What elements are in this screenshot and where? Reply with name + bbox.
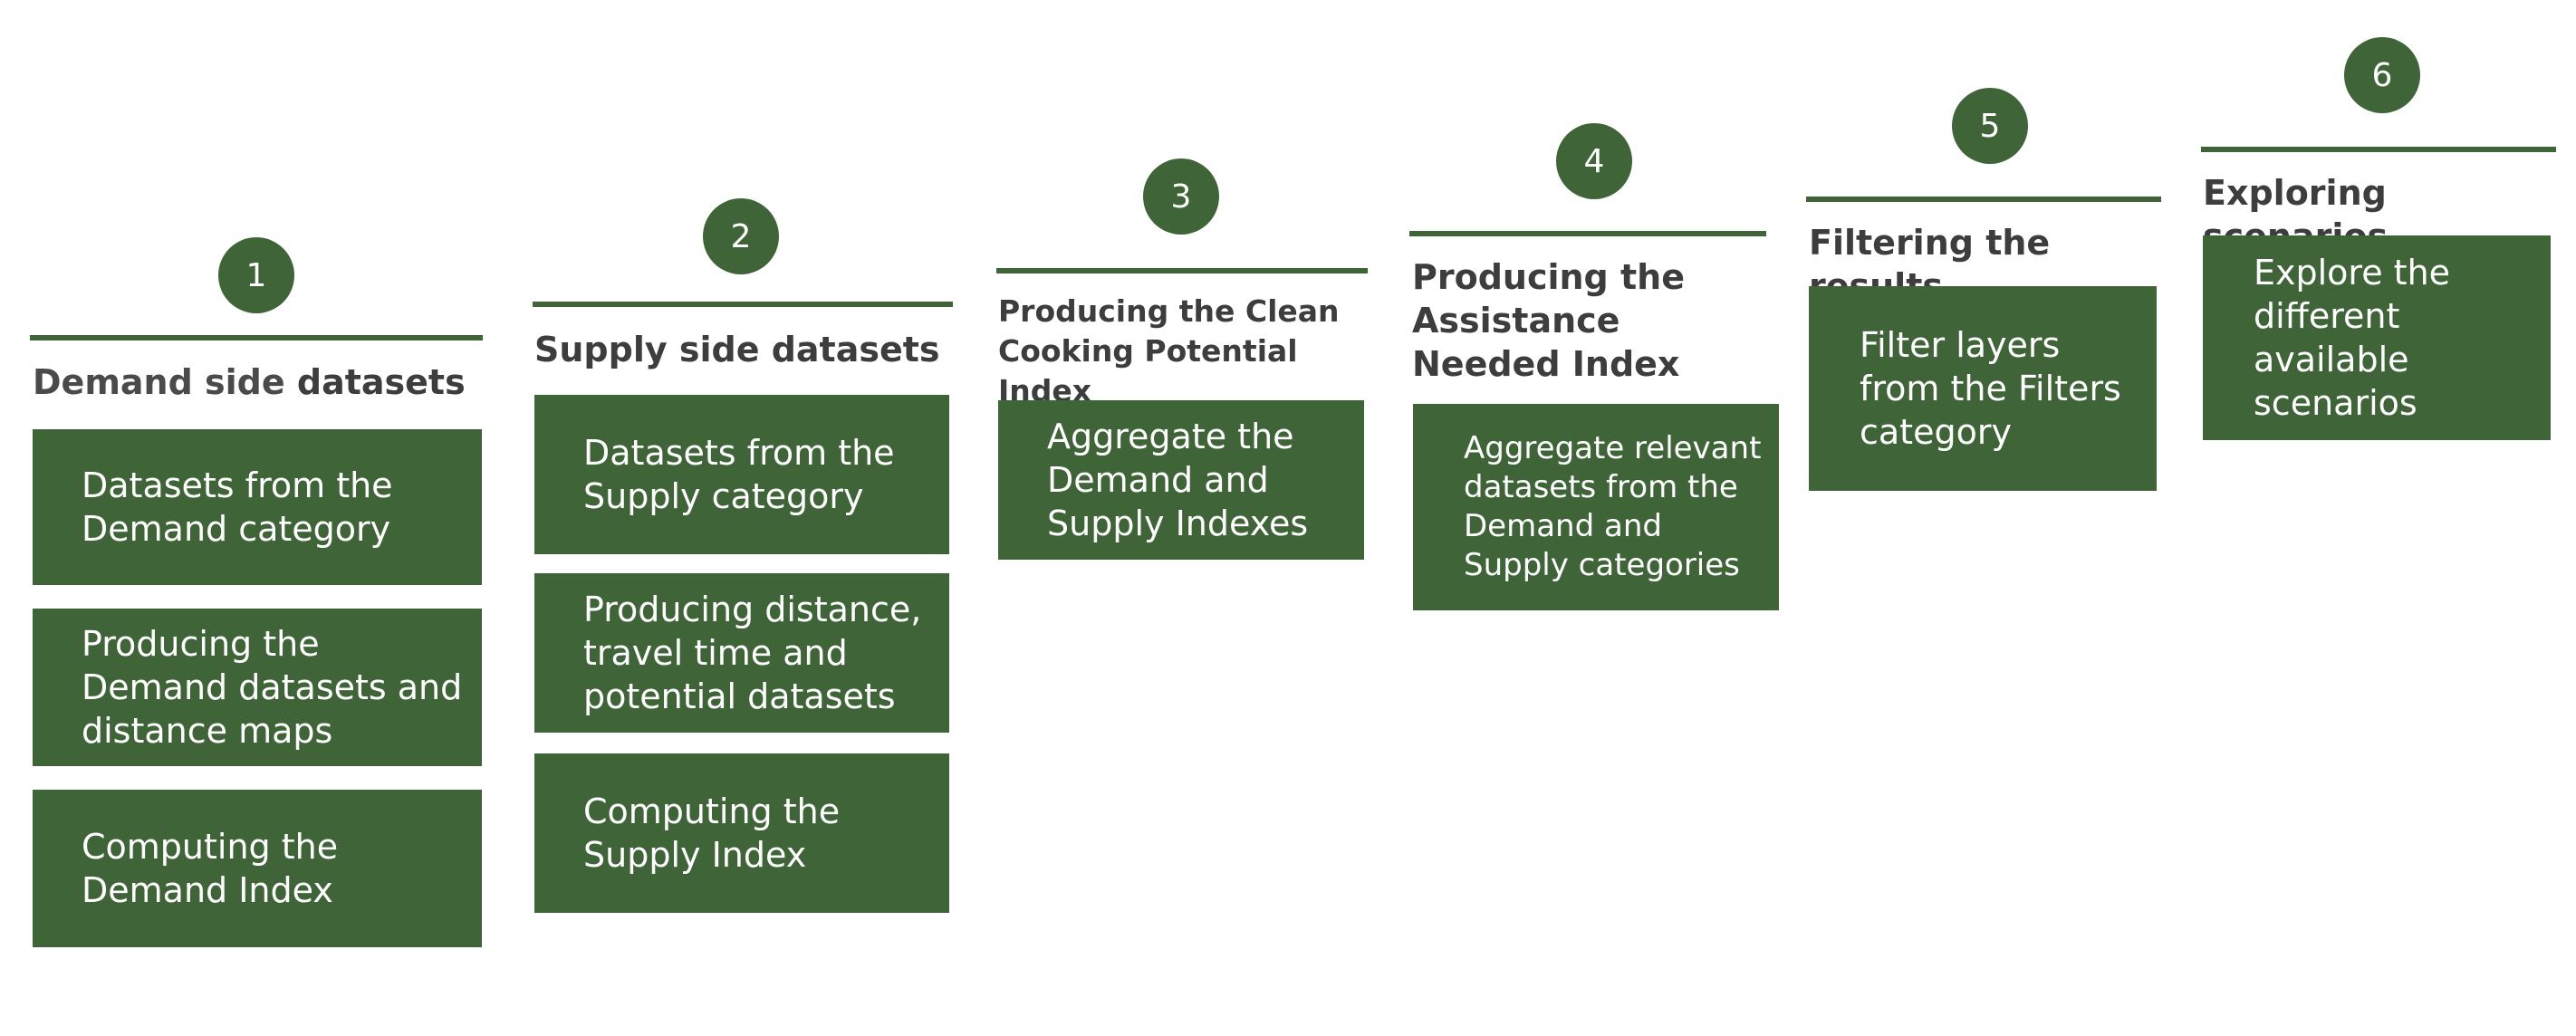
step-2-divider xyxy=(533,302,953,307)
step-5-card-1: Filter layers from the Filters category xyxy=(1809,286,2157,491)
step-5-divider xyxy=(1806,197,2161,202)
step-2-card-2: Producing distance, travel time and pote… xyxy=(534,573,949,733)
step-3-card-1: Aggregate the Demand and Supply Indexes xyxy=(998,400,1364,560)
step-1-divider xyxy=(30,335,483,341)
step-1-card-3: Computing the Demand Index xyxy=(33,790,482,947)
step-2-title: Supply side datasets xyxy=(534,330,940,369)
step-4-number-badge: 4 xyxy=(1556,123,1632,199)
step-4-title: Producing the Assistance Needed Index xyxy=(1412,257,1685,384)
step-3-title: Producing the Clean Cooking Potential In… xyxy=(998,293,1340,408)
step-1-title: Demand side datasets xyxy=(33,360,485,404)
step-1-number-badge: 1 xyxy=(218,237,294,313)
step-4-divider xyxy=(1409,231,1766,236)
step-6-number-badge: 6 xyxy=(2344,37,2420,113)
step-3-number-badge: 3 xyxy=(1143,158,1219,235)
step-2-card-3: Computing the Supply Index xyxy=(534,753,949,913)
step-2-card-1: Datasets from the Supply category xyxy=(534,395,949,554)
step-1-title-part2: datasets xyxy=(284,362,466,402)
step-1-title-part1: Demand side xyxy=(33,362,285,402)
step-2-number-badge: 2 xyxy=(703,198,779,274)
step-1-card-1: Datasets from the Demand category xyxy=(33,429,482,585)
step-4-card-1: Aggregate relevant datasets from the Dem… xyxy=(1413,404,1779,610)
step-3-divider xyxy=(996,268,1368,273)
step-5-number-badge: 5 xyxy=(1952,88,2028,164)
step-6-divider xyxy=(2201,147,2556,152)
step-1-card-2: Producing the Demand datasets and distan… xyxy=(33,609,482,766)
step-6-card-1: Explore the different available scenario… xyxy=(2203,235,2551,440)
